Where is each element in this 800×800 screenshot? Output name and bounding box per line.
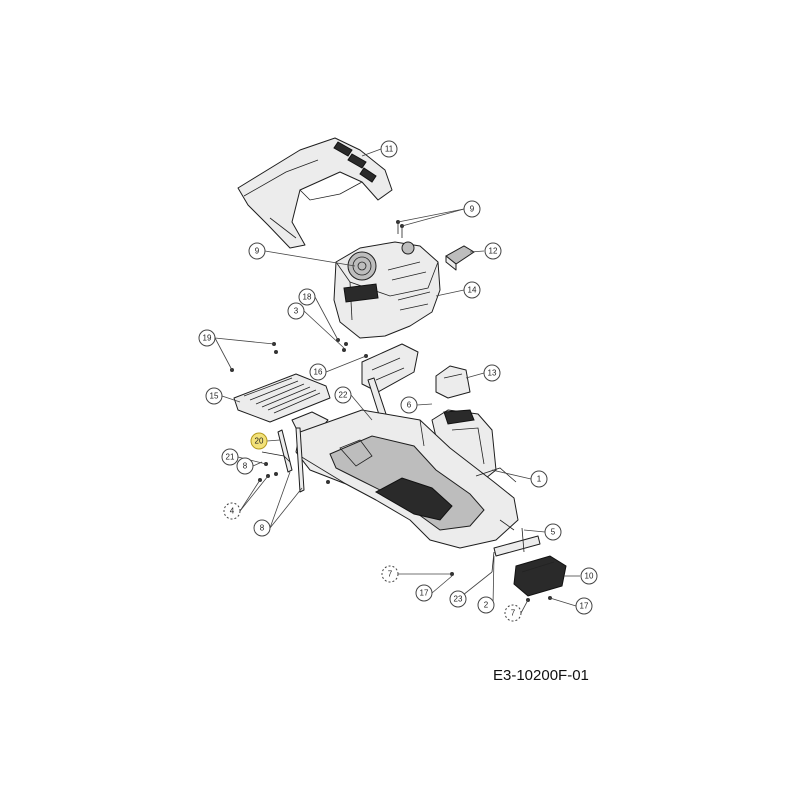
callout-7: 7 xyxy=(504,604,522,622)
callout-label: 18 xyxy=(303,293,312,302)
callout-label: 9 xyxy=(255,247,260,256)
callout-15: 15 xyxy=(205,387,223,405)
callout-1: 1 xyxy=(530,470,548,488)
callout-label: 4 xyxy=(230,507,235,516)
callout-11: 11 xyxy=(380,140,398,158)
callout-9: 9 xyxy=(248,242,266,260)
callout-17: 17 xyxy=(415,584,433,602)
callout-label: 20 xyxy=(255,437,264,446)
callout-label: 3 xyxy=(294,307,299,316)
callout-18: 18 xyxy=(298,288,316,306)
callout-7: 7 xyxy=(381,565,399,583)
callout-label: 12 xyxy=(489,247,498,256)
chassis-frame xyxy=(295,409,519,549)
part-13-cap xyxy=(435,365,471,399)
callout-4: 4 xyxy=(223,502,241,520)
part-20-rods xyxy=(277,427,305,493)
callout-8: 8 xyxy=(253,519,271,537)
callout-6: 6 xyxy=(400,396,418,414)
part-10-rear-block xyxy=(513,555,567,597)
callout-label: 7 xyxy=(388,570,393,579)
callout-label: 5 xyxy=(551,528,556,537)
callout-10: 10 xyxy=(580,567,598,585)
part-18-3-screws xyxy=(336,338,348,352)
callout-label: 6 xyxy=(407,401,412,410)
part-5-2-rear-bracket xyxy=(491,527,541,573)
callout-label: 9 xyxy=(470,205,475,214)
part-11-rear-cover xyxy=(237,137,393,249)
callout-21: 21 xyxy=(221,448,239,466)
callout-label: 8 xyxy=(243,462,248,471)
callout-22: 22 xyxy=(334,386,352,404)
callout-label: 14 xyxy=(468,286,477,295)
part-15-foot-plate xyxy=(230,342,331,423)
callout-20-highlighted: 20 xyxy=(250,432,268,450)
callout-label: 2 xyxy=(484,601,489,610)
callout-label: 13 xyxy=(488,369,497,378)
callout-14: 14 xyxy=(463,281,481,299)
callout-label: 8 xyxy=(260,524,265,533)
callout-19: 19 xyxy=(198,329,216,347)
callout-label: 23 xyxy=(454,595,463,604)
callout-16: 16 xyxy=(309,363,327,381)
callout-23: 23 xyxy=(449,590,467,608)
callout-label: 10 xyxy=(585,572,594,581)
callout-9: 9 xyxy=(463,200,481,218)
part-9-screws xyxy=(396,220,404,238)
callout-label: 22 xyxy=(339,391,348,400)
callout-label: 7 xyxy=(511,609,516,618)
callout-8: 8 xyxy=(236,457,254,475)
document-code: E3-10200F-01 xyxy=(493,667,589,684)
callout-label: 15 xyxy=(210,392,219,401)
callout-label: 17 xyxy=(580,602,589,611)
callout-label: 17 xyxy=(420,589,429,598)
callout-5: 5 xyxy=(544,523,562,541)
callout-2: 2 xyxy=(477,596,495,614)
callout-12: 12 xyxy=(484,242,502,260)
callout-label: 21 xyxy=(226,453,235,462)
callout-label: 1 xyxy=(537,475,542,484)
callout-17: 17 xyxy=(575,597,593,615)
callout-3: 3 xyxy=(287,302,305,320)
part-12-cap xyxy=(445,245,475,271)
callout-label: 11 xyxy=(385,145,394,154)
callout-label: 16 xyxy=(314,368,323,377)
callout-label: 19 xyxy=(203,334,212,343)
callout-13: 13 xyxy=(483,364,501,382)
part-14-hood xyxy=(333,241,441,339)
